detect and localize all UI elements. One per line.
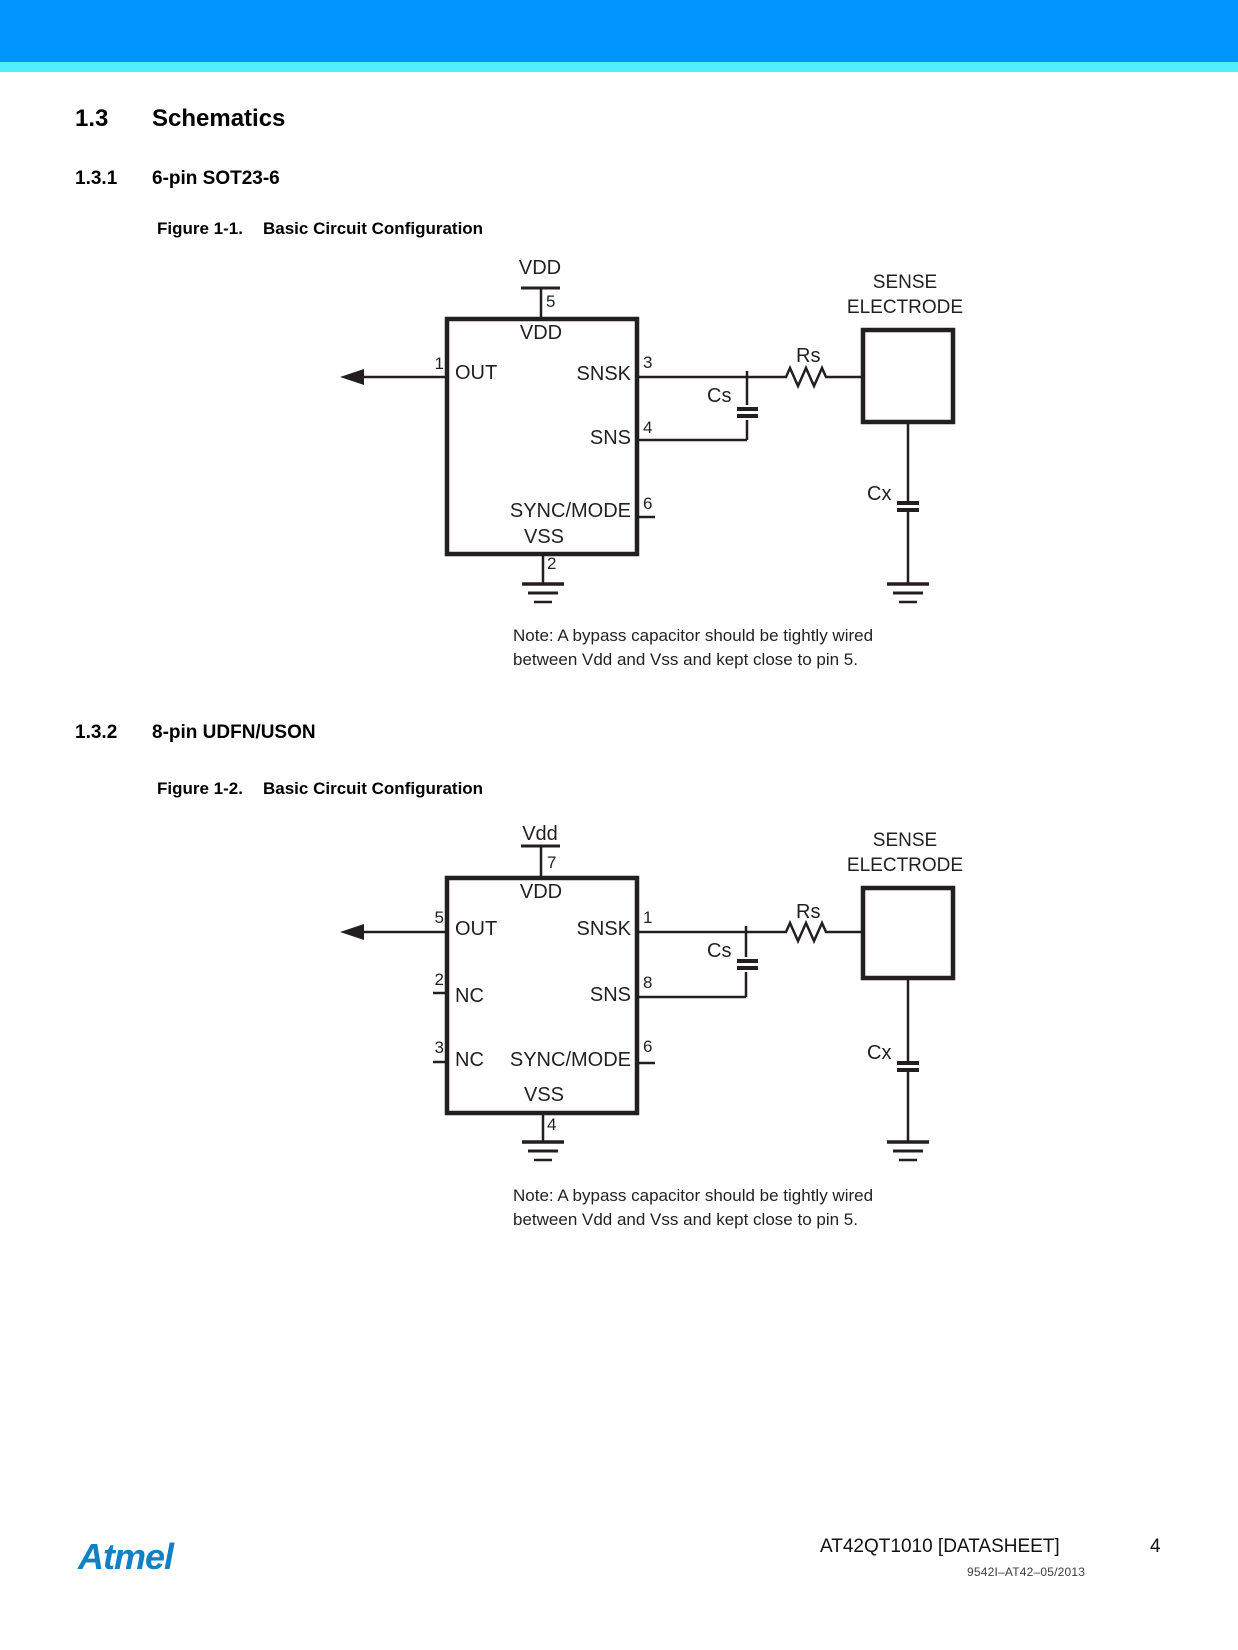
figure-2-schematic	[340, 844, 956, 1162]
fig1-out-wire	[340, 369, 447, 385]
subsection-2-number: 1.3.2	[75, 722, 118, 743]
fig2-out-wire	[340, 924, 447, 940]
header-cyan-stripe	[0, 62, 1238, 72]
fig1-sense-electrode-box	[860, 327, 956, 425]
fig2-sense-electrode-line1: SENSE	[872, 830, 938, 851]
figure-1-note-line1: Note: A bypass capacitor should be tight…	[513, 626, 874, 645]
fig2-cs-capacitor	[737, 926, 758, 997]
fig1-snsk-label: SNSK	[576, 363, 631, 385]
fig1-pin-snsk-number: 3	[643, 353, 653, 372]
fig1-vss-pin-and-ground	[522, 554, 564, 604]
fig2-pin-vss-number: 4	[547, 1115, 557, 1134]
fig2-sync-mode-label: SYNC/MODE	[509, 1049, 631, 1071]
fig1-cs-capacitor	[737, 371, 758, 440]
fig2-cx-capacitor-and-ground	[887, 978, 929, 1162]
figure-1-note-line2: between Vdd and Vss and kept close to pi…	[513, 650, 858, 669]
figure-1-title: Basic Circuit Configuration	[263, 219, 484, 238]
section-number: 1.3	[75, 105, 109, 132]
fig1-cx-capacitor-and-ground	[887, 422, 929, 604]
fig2-nc2-label: NC	[455, 1049, 484, 1071]
fig1-out-label: OUT	[455, 362, 498, 384]
footer-document-title: AT42QT1010 [DATASHEET]	[820, 1536, 1060, 1557]
fig2-sense-electrode-line2: ELECTRODE	[846, 855, 964, 876]
fig2-pin-sns-number: 8	[643, 973, 653, 992]
fig2-cx-label: Cx	[867, 1042, 892, 1064]
fig2-snsk-label: SNSK	[576, 918, 631, 940]
atmel-logo: Atmel	[78, 1536, 174, 1577]
footer-document-code: 9542I–AT42–05/2013	[967, 1565, 1086, 1579]
figure-2-title: Basic Circuit Configuration	[263, 779, 484, 798]
fig1-pin-sync-mode-number: 6	[643, 494, 653, 513]
fig1-sense-electrode-line1: SENSE	[872, 272, 938, 293]
fig1-pin-out-number: 1	[434, 354, 444, 373]
fig2-power-symbol	[521, 844, 560, 878]
fig2-sns-label: SNS	[589, 984, 631, 1006]
fig2-nc1-label: NC	[455, 985, 484, 1007]
figure-1-schematic	[340, 286, 956, 604]
fig2-sense-electrode-label: SENSE ELECTRODE	[847, 828, 963, 878]
fig2-ic-vdd-label: VDD	[519, 881, 563, 903]
footer-page-number: 4	[1150, 1536, 1161, 1557]
fig2-vss-pin-and-ground	[522, 1113, 564, 1162]
fig2-pin-snsk-number: 1	[643, 908, 653, 927]
fig2-out-arrowhead	[340, 924, 364, 940]
fig1-sns-label: SNS	[589, 427, 631, 449]
fig1-sense-electrode-line2: ELECTRODE	[846, 297, 964, 318]
figure-2-note-line2: between Vdd and Vss and kept close to pi…	[513, 1210, 858, 1229]
fig1-vss-label: VSS	[523, 526, 565, 548]
section-title: Schematics	[152, 105, 286, 132]
fig1-rs-resistor	[780, 364, 863, 390]
figure-1-note: Note: A bypass capacitor should be tight…	[513, 624, 873, 672]
header-blue-bar	[0, 0, 1238, 62]
fig1-out-arrowhead	[340, 369, 364, 385]
fig2-cs-label: Cs	[707, 940, 732, 962]
subsection-1-number: 1.3.1	[75, 168, 118, 189]
subsection-1-title: 6-pin SOT23-6	[152, 168, 280, 189]
fig2-power-label: Vdd	[522, 823, 558, 845]
fig1-sense-electrode-label: SENSE ELECTRODE	[847, 270, 963, 320]
figure-2-note-line1: Note: A bypass capacitor should be tight…	[513, 1186, 874, 1205]
fig1-power-symbol	[521, 286, 560, 319]
fig2-out-label: OUT	[455, 918, 498, 940]
fig1-power-pin-number: 5	[546, 292, 556, 311]
fig1-sync-mode-label: SYNC/MODE	[509, 500, 631, 522]
fig1-pin-sns-number: 4	[643, 418, 653, 437]
fig1-rs-label: Rs	[796, 345, 821, 367]
fig2-power-pin-number: 7	[547, 853, 557, 872]
fig1-power-label: VDD	[518, 257, 562, 279]
fig2-pin-out-number: 5	[434, 908, 444, 927]
fig2-sense-electrode-box	[860, 885, 956, 981]
subsection-2-title: 8-pin UDFN/USON	[152, 722, 316, 743]
fig1-cs-label: Cs	[707, 385, 732, 407]
fig2-pin-sync-mode-number: 6	[643, 1037, 653, 1056]
fig2-pin-nc1-number: 2	[434, 970, 444, 989]
fig2-pin-nc2-number: 3	[434, 1038, 444, 1057]
fig2-rs-resistor	[780, 919, 863, 945]
figure-1-label: Figure 1-1.	[157, 219, 243, 238]
fig1-ic-vdd-label: VDD	[519, 322, 563, 344]
fig1-pin-vss-number: 2	[547, 554, 557, 573]
figure-2-label: Figure 1-2.	[157, 779, 243, 798]
figure-2-note: Note: A bypass capacitor should be tight…	[513, 1184, 873, 1232]
fig2-vss-label: VSS	[523, 1084, 565, 1106]
fig2-rs-label: Rs	[796, 901, 821, 923]
fig1-cx-label: Cx	[867, 483, 892, 505]
